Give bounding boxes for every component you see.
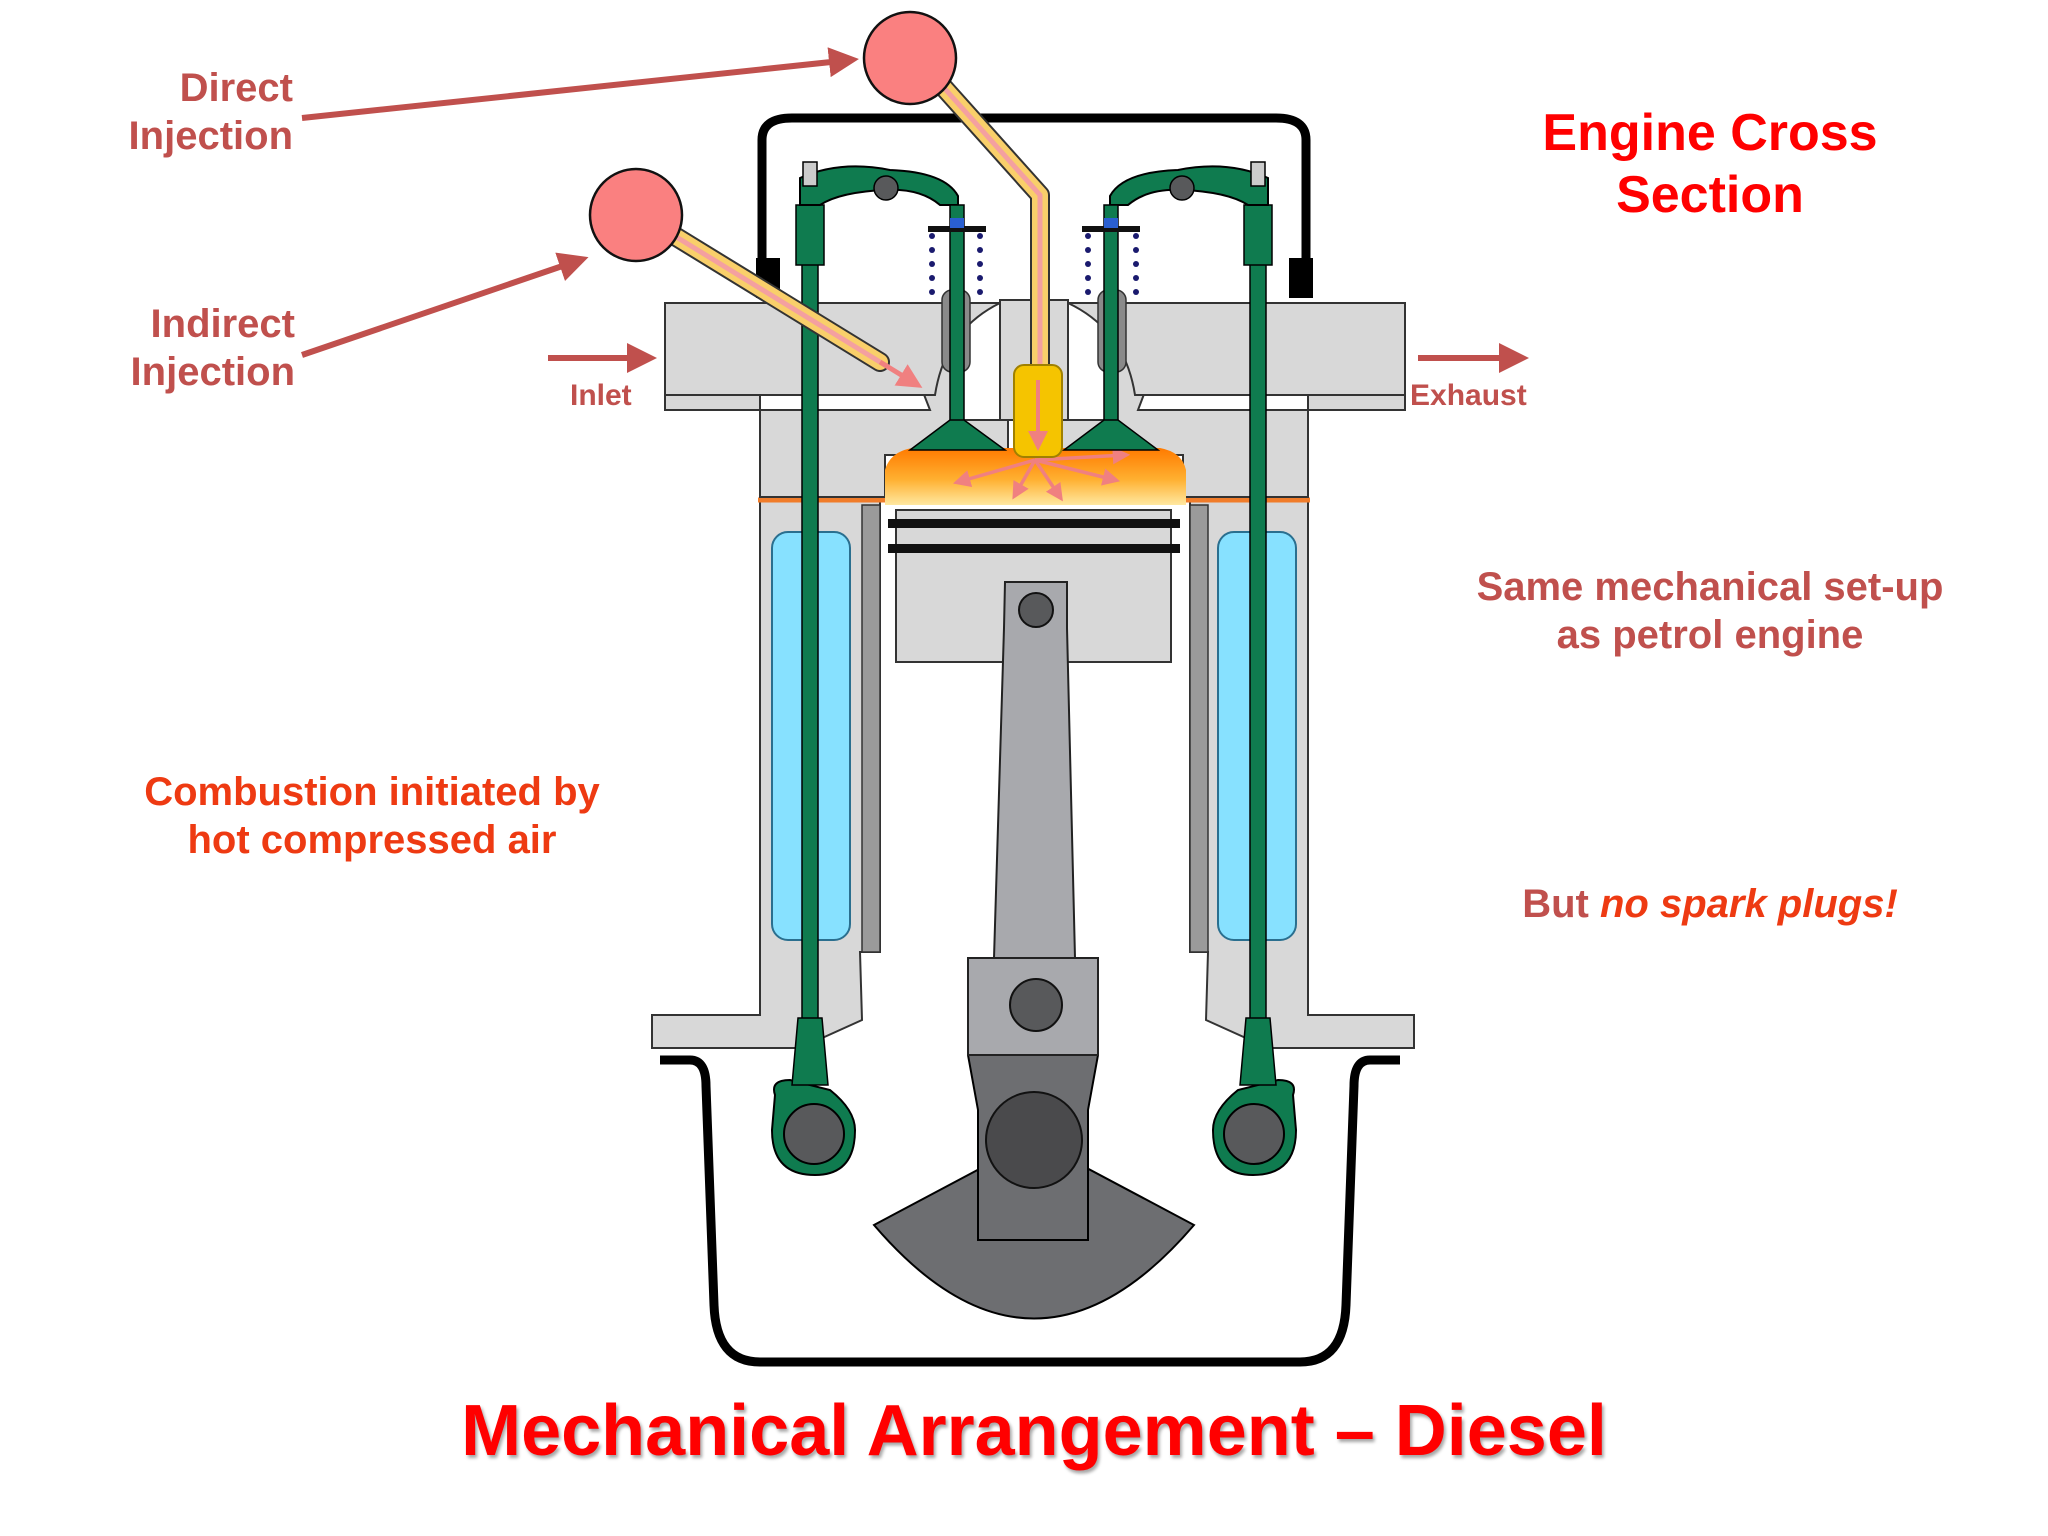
pushrod-right	[1249, 257, 1267, 1029]
indirect-injection-pointer	[301, 252, 589, 358]
liner-right	[1189, 504, 1209, 953]
piston-ring-1	[888, 519, 1180, 528]
same-setup-line-1: Same mechanical set-up	[1476, 565, 1944, 609]
camshaft-left	[770, 1078, 857, 1177]
piston-ring-2	[888, 544, 1180, 553]
direct-injector	[862, 10, 1063, 458]
indirect-injector	[588, 167, 923, 388]
engine-cross-section-heading: Engine Cross Section	[1470, 102, 1950, 227]
indirect-injection-line-1: Indirect	[150, 302, 295, 346]
connecting-rod	[992, 581, 1077, 959]
rocker-cover	[757, 113, 1311, 270]
cam-follower-right	[1239, 1017, 1277, 1086]
engine-cross-section-line-1: Engine Cross	[1542, 104, 1878, 162]
no-spark-plugs-text: no spark plugs!	[1599, 882, 1898, 926]
combustion-note-line-1: Combustion initiated by	[144, 770, 600, 814]
gudgeon-pin	[1018, 592, 1054, 628]
rocker-cover-foot-right	[1289, 258, 1313, 298]
combustion-note: Combustion initiated by hot compressed a…	[112, 768, 632, 864]
liner-left	[861, 504, 881, 953]
direct-injection-line-1: Direct	[179, 66, 293, 110]
exhaust-valve	[1061, 204, 1161, 451]
combustion-flame	[885, 448, 1186, 505]
crankshaft	[985, 1091, 1083, 1189]
direct-injection-label: Direct Injection	[129, 64, 293, 160]
indirect-injection-label: Indirect Injection	[131, 300, 295, 396]
rocker-arm-right	[1109, 161, 1269, 206]
but-text: But	[1522, 882, 1600, 926]
inlet-label: Inlet	[570, 379, 632, 412]
indirect-injection-line-2: Injection	[130, 350, 295, 394]
same-setup-line-2: as petrol engine	[1556, 613, 1864, 657]
engine-cross-section-line-2: Section	[1616, 166, 1804, 225]
rocker-arm-left	[799, 161, 959, 206]
tappet-left	[795, 204, 825, 266]
indirect-injection-bulb	[588, 167, 684, 263]
direct-injection-pointer	[301, 47, 859, 121]
no-spark-plugs-note: But no spark plugs!	[1400, 880, 2020, 928]
crankcase-outline	[660, 1055, 1400, 1367]
direct-injection-line-2: Injection	[128, 114, 293, 158]
same-setup-note: Same mechanical set-up as petrol engine	[1400, 563, 2020, 659]
inlet-valve	[907, 204, 1008, 451]
pushrod-left	[801, 257, 819, 1029]
camshaft-right	[1211, 1078, 1298, 1177]
flame-spray-arrows	[952, 446, 1131, 502]
crank-pin	[1009, 978, 1063, 1032]
tappet-right	[1243, 204, 1273, 266]
direct-injection-bulb	[862, 10, 958, 106]
valve-spring-left	[929, 233, 983, 295]
exhaust-label: Exhaust	[1410, 379, 1527, 412]
combustion-note-line-2: hot compressed air	[187, 818, 557, 862]
cam-follower-left	[791, 1017, 829, 1086]
valve-spring-right	[1085, 233, 1139, 295]
page-title: Mechanical Arrangement – Diesel	[461, 1391, 1607, 1471]
